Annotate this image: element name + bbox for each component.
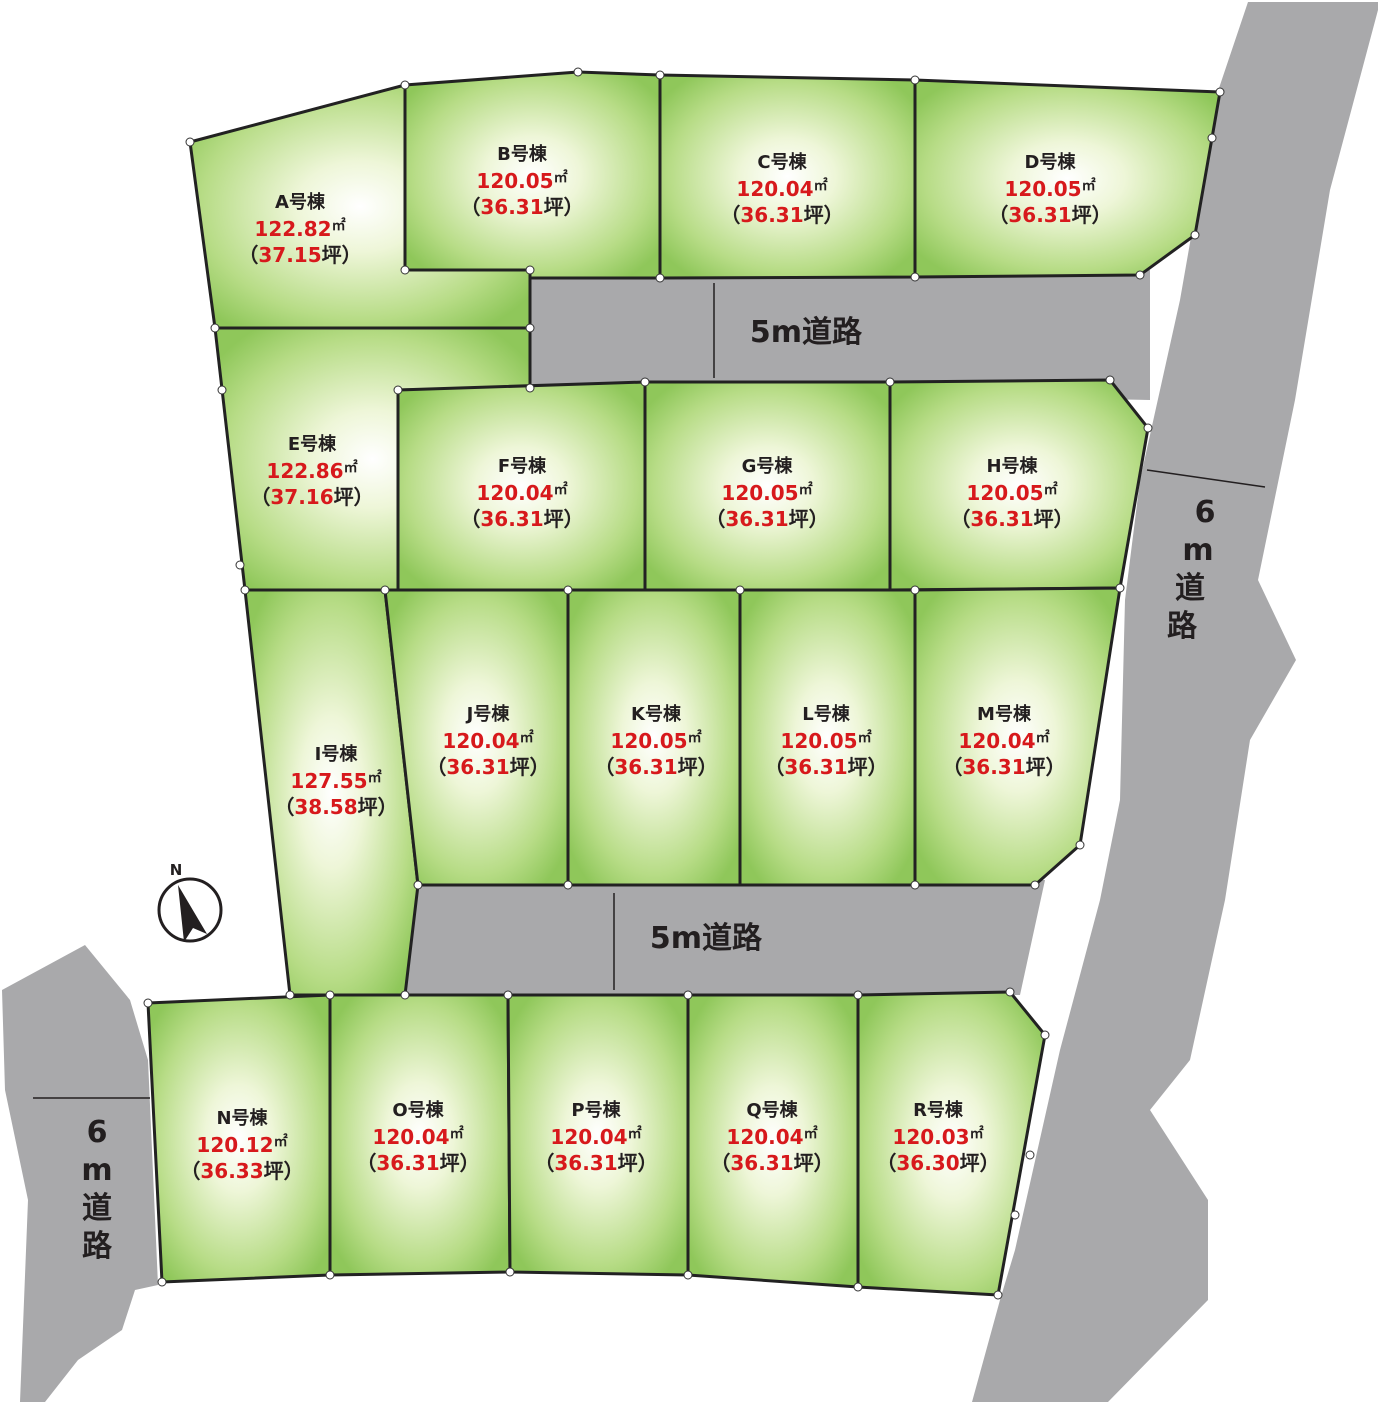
lots-layer	[146, 70, 1222, 1297]
lot-o-name: O号棟	[392, 1099, 444, 1121]
lot-d-name: D号棟	[1025, 151, 1077, 173]
lot-q-name: Q号棟	[746, 1099, 798, 1121]
lot-i-tsubo: （38.58坪）	[274, 795, 397, 819]
lot-e-tsubo: （37.16坪）	[250, 485, 373, 509]
north-label: N	[170, 861, 183, 879]
lot-i-area: 127.55㎡	[290, 769, 381, 793]
lot-o-tsubo: （36.31坪）	[356, 1151, 479, 1175]
lot-h-tsubo: （36.31坪）	[950, 507, 1073, 531]
lot-k-name: K号棟	[631, 703, 682, 725]
lot-n-tsubo: （36.33坪）	[180, 1159, 303, 1183]
road-6m-left	[2, 945, 158, 1402]
lot-l-name: L号棟	[802, 703, 850, 725]
lot-p-tsubo: （36.31坪）	[534, 1151, 657, 1175]
lot-b-area: 120.05㎡	[476, 169, 567, 193]
lot-g-tsubo: （36.31坪）	[705, 507, 828, 531]
lot-k-area: 120.05㎡	[610, 729, 701, 753]
lot-p-name: P号棟	[571, 1099, 621, 1121]
lot-r-name: R号棟	[913, 1099, 964, 1121]
road-6m-right-label-4: 路	[1167, 609, 1198, 644]
lot-q-area: 120.04㎡	[726, 1125, 817, 1149]
lot-r-tsubo: （36.30坪）	[876, 1151, 999, 1175]
lot-r-area: 120.03㎡	[892, 1125, 983, 1149]
lot-e-area: 122.86㎡	[266, 459, 357, 483]
lot-g-name: G号棟	[742, 455, 794, 477]
lot-m-parcel[interactable]	[913, 586, 1122, 887]
lot-b-tsubo: （36.31坪）	[460, 195, 583, 219]
road-6m-left-label-3: 道	[82, 1191, 112, 1226]
road-6m-left-label-4: 路	[82, 1229, 113, 1264]
compass-ring	[157, 877, 223, 943]
lot-i-name: I号棟	[315, 743, 359, 765]
lot-o-area: 120.04㎡	[372, 1125, 463, 1149]
lot-d-tsubo: （36.31坪）	[988, 203, 1111, 227]
lot-g-area: 120.05㎡	[721, 481, 812, 505]
road-6m-right-label-1: 6	[1195, 495, 1216, 530]
north-compass: N	[157, 861, 223, 943]
lot-e-name: E号棟	[288, 433, 337, 455]
lot-f-area: 120.04㎡	[476, 481, 567, 505]
lot-k-tsubo: （36.31坪）	[594, 755, 717, 779]
lot-j-area: 120.04㎡	[442, 729, 533, 753]
road-6m-right	[972, 2, 1378, 1402]
dimension-line-right	[1146, 469, 1266, 488]
lot-q-tsubo: （36.31坪）	[710, 1151, 833, 1175]
lot-a-name: A号棟	[275, 191, 326, 213]
lot-c-area: 120.04㎡	[736, 177, 827, 201]
lot-h-parcel[interactable]	[888, 378, 1150, 592]
lot-m-tsubo: （36.31坪）	[942, 755, 1065, 779]
road-6m-right-label-2: m	[1182, 533, 1213, 568]
lot-c-name: C号棟	[757, 151, 807, 173]
lot-labels: A号棟 122.82㎡ （37.15坪） B号棟 120.05㎡ （36.31坪…	[180, 143, 1111, 1183]
lot-b-parcel[interactable]	[403, 70, 662, 280]
lot-h-area: 120.05㎡	[966, 481, 1057, 505]
lot-j-tsubo: （36.31坪）	[426, 755, 549, 779]
lot-r-parcel[interactable]	[856, 990, 1047, 1297]
lot-m-name: M号棟	[977, 703, 1032, 725]
lot-l-area: 120.05㎡	[780, 729, 871, 753]
lot-n-area: 120.12㎡	[196, 1133, 287, 1157]
lot-h-name: H号棟	[986, 455, 1038, 477]
lot-c-tsubo: （36.31坪）	[720, 203, 843, 227]
road-6m-right-label-3: 道	[1175, 571, 1205, 606]
lot-m-area: 120.04㎡	[958, 729, 1049, 753]
road-5m-upper	[530, 270, 1150, 400]
road-5m-lower-label: 5m道路	[650, 921, 763, 956]
lot-f-tsubo: （36.31坪）	[460, 507, 583, 531]
lot-n-name: N号棟	[216, 1107, 268, 1129]
boundary-markers	[143, 67, 1225, 1300]
lot-p-area: 120.04㎡	[550, 1125, 641, 1149]
road-5m-lower	[405, 880, 1045, 995]
road-6m-left-label-1: 6	[87, 1115, 108, 1150]
lot-l-tsubo: （36.31坪）	[764, 755, 887, 779]
road-5m-upper-label: 5m道路	[750, 315, 863, 350]
road-6m-left-label-2: m	[81, 1153, 112, 1188]
lot-j-name: J号棟	[465, 703, 511, 725]
lot-d-area: 120.05㎡	[1004, 177, 1095, 201]
lot-i-parcel[interactable]	[243, 588, 420, 997]
road-dimension-lines	[33, 283, 1266, 1099]
lot-a-area: 122.82㎡	[254, 217, 345, 241]
north-arrow-icon	[178, 885, 207, 942]
lot-b-name: B号棟	[497, 143, 548, 165]
lot-a-tsubo: （37.15坪）	[238, 243, 361, 267]
road-labels: 5m道路 5m道路 6 m 道 路 6 m 道 路	[81, 315, 1215, 1264]
lot-f-name: F号棟	[498, 455, 547, 477]
